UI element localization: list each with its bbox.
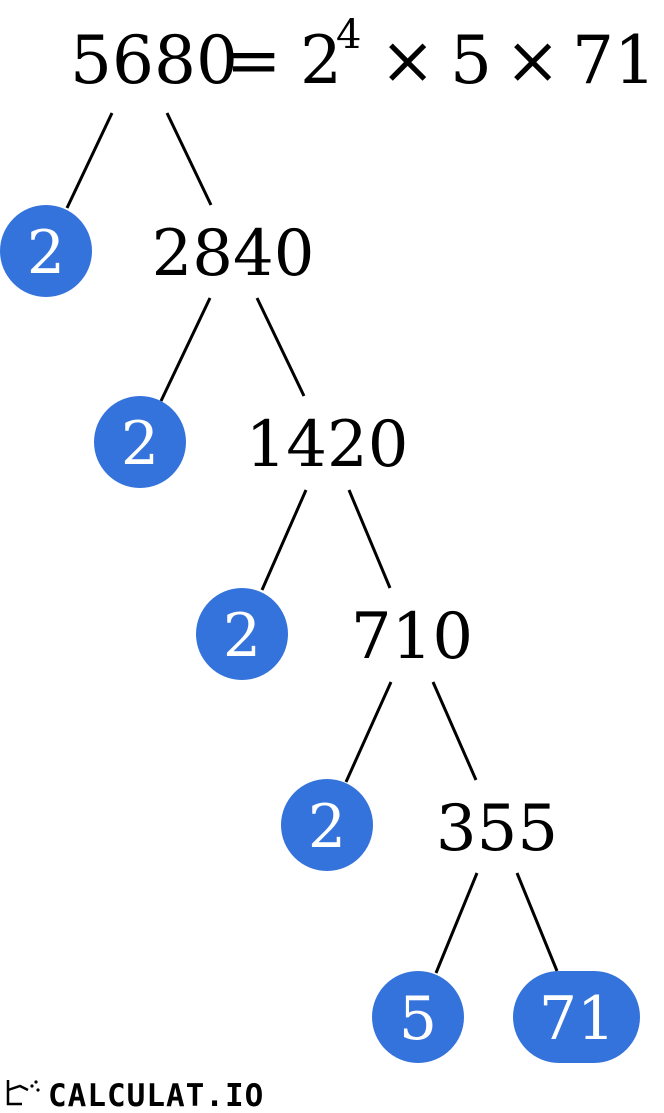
node-2840: 2840 <box>152 217 315 291</box>
edge-2840-to-2 <box>159 297 212 402</box>
edge-710-to-355 <box>431 681 478 781</box>
node-710: 710 <box>351 600 473 674</box>
edge-5680-to-2840 <box>165 112 213 206</box>
edge-2840-to-1420 <box>255 297 306 397</box>
prime-circle <box>196 588 288 680</box>
factorization-equation: 5680 = 2 4 × 5 × 71 <box>70 12 656 99</box>
edge-710-to-2 <box>344 681 393 783</box>
equation-times-2: × <box>505 22 560 99</box>
equation-number: 5680 <box>70 22 238 99</box>
prime-value: 2 <box>308 792 346 862</box>
node-1420: 1420 <box>246 408 409 482</box>
prime-value: 2 <box>223 601 261 671</box>
equation-base: 2 <box>300 22 342 99</box>
equation-factor-5: 5 <box>450 22 492 99</box>
edge-1420-to-710 <box>347 489 392 589</box>
prime-value: 71 <box>539 984 615 1054</box>
prime-circle <box>281 779 373 871</box>
prime-value: 5 <box>399 984 437 1054</box>
edge-5680-to-2 <box>65 112 114 209</box>
prime-leaf-71: 71 <box>513 971 640 1063</box>
prime-leaf-2-b: 2 <box>94 396 186 488</box>
prime-value: 2 <box>27 218 65 288</box>
prime-value: 2 <box>121 409 159 479</box>
prime-pill <box>513 971 640 1063</box>
edge-355-to-5 <box>434 872 479 974</box>
prime-leaf-2-a: 2 <box>0 205 92 297</box>
equation-factor-71: 71 <box>572 22 656 99</box>
prime-leaf-2-c: 2 <box>196 588 288 680</box>
equation-times-1: × <box>380 22 435 99</box>
equation-equals: = <box>226 22 281 99</box>
tree-edges <box>65 112 559 974</box>
logo-text: CALCULAT.IO <box>48 1078 264 1113</box>
composite-nodes: 2840 1420 710 355 <box>152 217 559 866</box>
prime-circle <box>372 971 464 1063</box>
node-355: 355 <box>436 792 558 866</box>
prime-circle <box>0 205 92 297</box>
equation-exponent: 4 <box>336 12 361 58</box>
prime-leaves: 2 2 2 2 5 71 <box>0 205 640 1063</box>
prime-circle <box>94 396 186 488</box>
edge-1420-to-2 <box>260 489 308 591</box>
calculat-logo: CALCULAT.IO <box>6 1078 264 1113</box>
calculator-hand-icon <box>6 1080 40 1106</box>
prime-leaf-2-d: 2 <box>281 779 373 871</box>
edge-355-to-71 <box>515 872 559 972</box>
prime-leaf-5: 5 <box>372 971 464 1063</box>
